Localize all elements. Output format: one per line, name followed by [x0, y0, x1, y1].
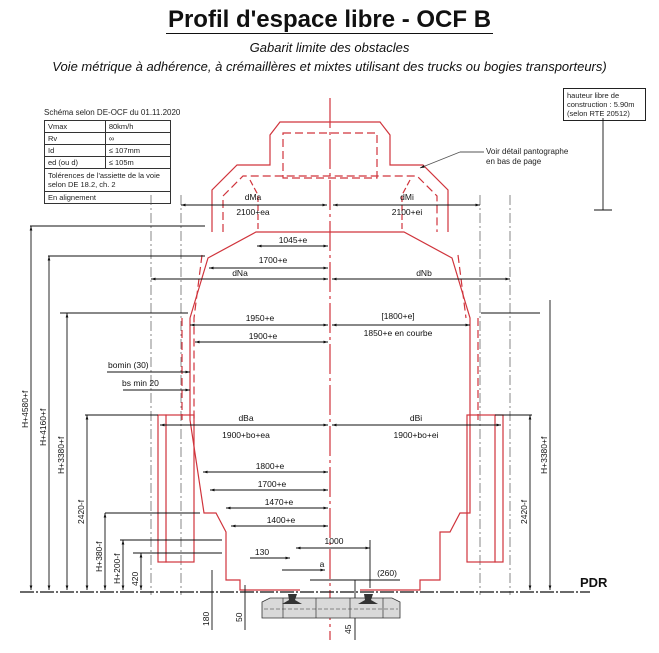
vertical-labels: H+4580+f H+4160+f H+3380+f 2420-f H+380-…: [20, 390, 549, 586]
dim-dMi: dMi: [400, 192, 414, 202]
dim-2420-left: 2420-f: [76, 499, 86, 524]
height-clearance-box: hauteur libre de construction : 5.90m (s…: [563, 88, 646, 121]
height-box-line: (selon RTE 20512): [567, 109, 630, 118]
rail-right: [358, 594, 378, 604]
dim-1950: 1950+e: [246, 313, 275, 323]
spec-row: En alignement: [44, 191, 171, 204]
rail-left: [282, 594, 302, 604]
page-title: Profil d'espace libre - OCF B: [165, 6, 494, 34]
dim-1800-bracket: [1800+e]: [381, 311, 414, 321]
dim-dMa: dMa: [245, 192, 262, 202]
dim-130: 130: [255, 547, 269, 557]
dim-h3380-left: H+3380+f: [56, 436, 66, 474]
dim-1045: 1045+e: [279, 235, 308, 245]
spec-caption: Schéma selon DE-OCF du 01.11.2020: [44, 108, 181, 117]
dim-1850-curve: 1850+e en courbe: [364, 328, 433, 338]
dim-h200: H+200-f: [112, 553, 122, 584]
dim-bomin: bomin (30): [108, 360, 149, 370]
height-box-line: construction : 5.90m: [567, 100, 635, 109]
dim-h380: H+380-f: [94, 541, 104, 572]
dim-h4580: H+4580+f: [20, 390, 30, 428]
guide-lines: [150, 195, 511, 595]
dim-45: 45: [343, 624, 353, 634]
dim-1800: 1800+e: [256, 461, 285, 471]
description: Voie métrique à adhérence, à crémaillère…: [52, 59, 607, 74]
main-profile: [157, 231, 504, 591]
pantograph-note: Voir détail pantographe en bas de page: [486, 147, 568, 167]
dim-dBi: dBi: [410, 413, 422, 423]
dim-dMi-value: 2100+ei: [392, 207, 423, 217]
dim-180: 180: [201, 612, 211, 626]
dim-420: 420: [130, 572, 140, 586]
upper-profile: [211, 121, 449, 232]
dim-dBi-value: 1900+bo+ei: [394, 430, 439, 440]
dimension-lines: [29, 118, 612, 640]
dim-1400: 1400+e: [267, 515, 296, 525]
alignment-note: En alignement: [44, 191, 171, 204]
subtitle: Gabarit limite des obstacles: [249, 40, 410, 55]
dim-2420-right: 2420-f: [519, 499, 529, 524]
dim-50: 50: [234, 612, 244, 622]
dim-dNb: dNb: [416, 268, 432, 278]
spec-row: Id≤ 107mm: [44, 144, 172, 157]
track-sleeper: [261, 594, 401, 619]
spec-row: Tolérences de l'assiette de la voie selo…: [44, 168, 171, 192]
dim-1000: 1000: [325, 536, 344, 546]
height-box-line: hauteur libre de: [567, 91, 620, 100]
dim-bsmin: bs min 20: [122, 378, 159, 388]
spec-row: ed (ou d)≤ 105m: [44, 156, 172, 169]
dim-260: (260): [377, 568, 397, 578]
dim-1700-top: 1700+e: [259, 255, 288, 265]
dim-dMa-value: 2100+ea: [236, 207, 270, 217]
dim-a: a: [320, 559, 325, 569]
pantograph-note-line: Voir détail pantographe: [486, 147, 569, 156]
dim-dBa: dBa: [238, 413, 253, 423]
dim-dNa: dNa: [232, 268, 248, 278]
dim-1900: 1900+e: [249, 331, 278, 341]
dim-dBa-value: 1900+bo+ea: [222, 430, 270, 440]
dim-h4160: H+4160+f: [38, 408, 48, 446]
pantograph-note-line: en bas de page: [486, 157, 542, 166]
dim-1470: 1470+e: [265, 497, 294, 507]
pdr-label: PDR: [580, 575, 608, 590]
dim-h3380-right: H+3380+f: [539, 436, 549, 474]
tolerance-note: Tolérences de l'assiette de la voie selo…: [44, 168, 171, 192]
dim-1700: 1700+e: [258, 479, 287, 489]
dimension-labels: dMa 2100+ea dMi 2100+ei 1045+e 1700+e dN…: [108, 192, 439, 634]
